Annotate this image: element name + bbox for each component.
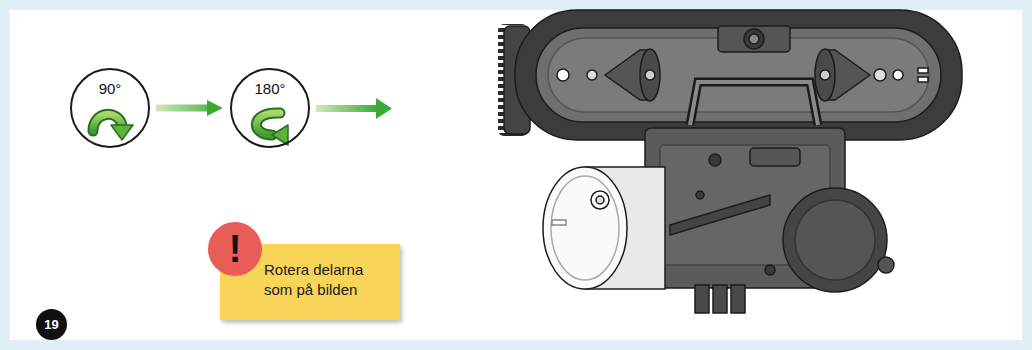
node-text: 180° — [254, 80, 285, 97]
warning-bubble: ! — [208, 222, 262, 276]
rotation-circle: 90° — [70, 68, 150, 148]
panel — [10, 10, 1022, 340]
node-text: Rotera delarna som på bilden — [264, 260, 376, 299]
node-text: ! — [229, 230, 242, 268]
assembly-illustration — [498, 10, 962, 313]
rotate-180-icon — [256, 113, 288, 145]
rotate-90-icon — [93, 114, 133, 140]
node-text: 90° — [99, 80, 122, 97]
rotation-circle: 180° — [230, 68, 310, 148]
node-text: 19 — [44, 317, 58, 332]
process-arrow — [156, 105, 210, 112]
process-arrow — [316, 98, 392, 119]
step-number: 19 — [36, 309, 67, 340]
